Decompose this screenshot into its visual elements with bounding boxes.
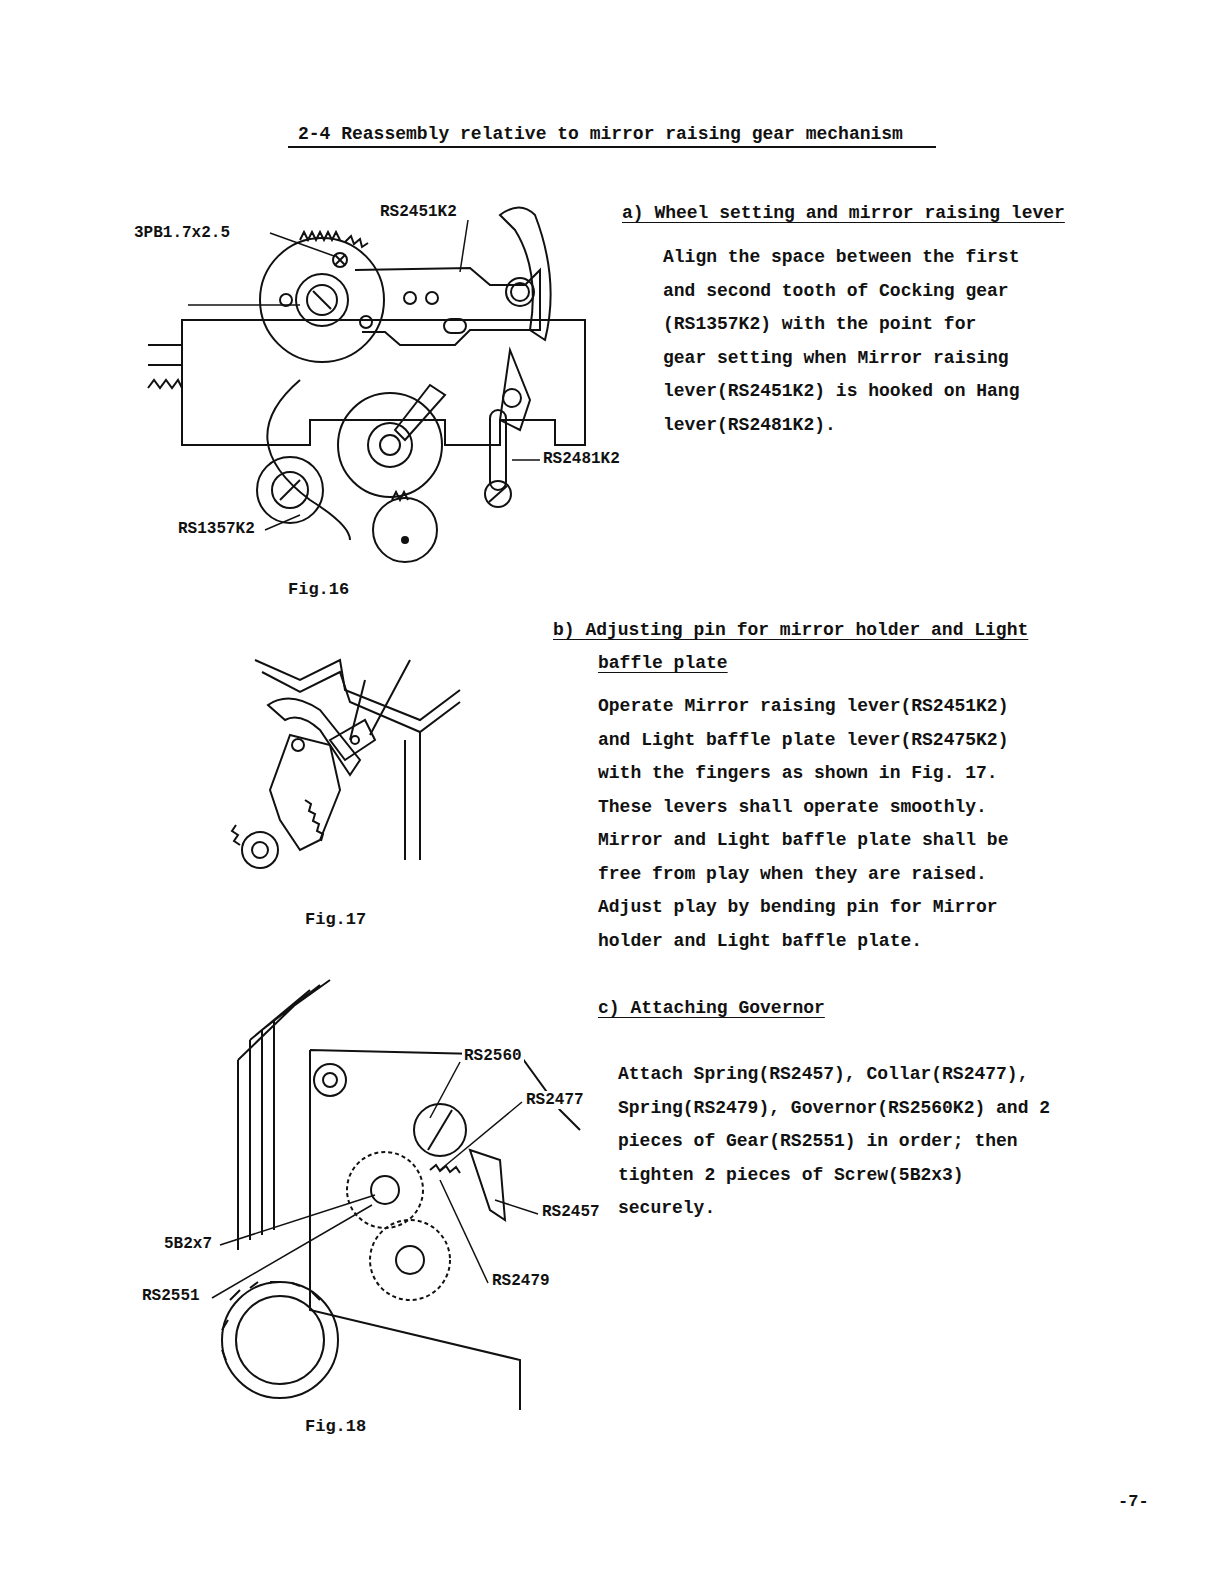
body-text: Align the space between the first and se… <box>663 241 1026 442</box>
part-label: RS2481K2 <box>541 450 622 468</box>
section-heading: b) Adjusting pin for mirror holder and L… <box>553 614 1041 680</box>
fig17-drawing <box>232 660 460 868</box>
section-heading: c) Attaching Governor <box>598 992 825 1025</box>
page-number: -7- <box>1118 1492 1149 1511</box>
part-label: RS2560 <box>462 1047 524 1065</box>
figure-caption: Fig.16 <box>288 580 349 599</box>
part-label: RS2457 <box>540 1203 602 1221</box>
part-label: RS1357K2 <box>176 520 257 538</box>
part-label: 3PB1.7x2.5 <box>132 224 232 242</box>
figure-caption: Fig.17 <box>305 910 366 929</box>
part-label: RS2479 <box>490 1272 552 1290</box>
part-label: RS2451K2 <box>378 203 459 221</box>
part-label: RS2477 <box>524 1091 586 1109</box>
body-text: Operate Mirror raising lever(RS2451K2) a… <box>598 690 1033 958</box>
fig18-drawing <box>212 980 580 1410</box>
part-label: RS2551 <box>140 1287 202 1305</box>
page-title: 2-4 Reassembly relative to mirror raisin… <box>298 118 903 151</box>
figure-caption: Fig.18 <box>305 1417 366 1436</box>
section-heading: a) Wheel setting and mirror raising leve… <box>622 197 1065 230</box>
body-text: Attach Spring(RS2457), Collar(RS2477), S… <box>618 1058 1053 1226</box>
part-label: 5B2x7 <box>162 1235 214 1253</box>
fig16-drawing <box>148 208 585 563</box>
